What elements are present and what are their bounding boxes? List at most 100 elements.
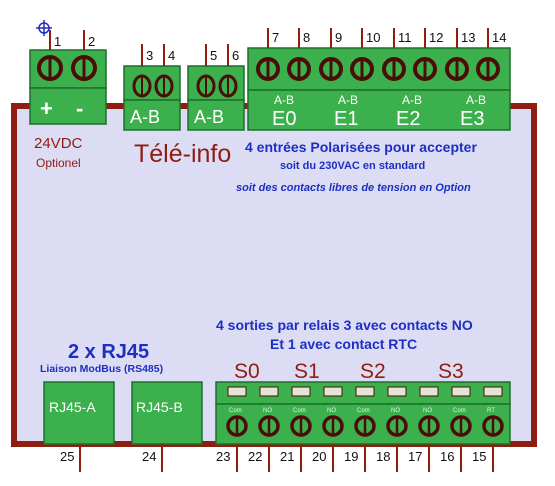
rj45-b-label: RJ45-B — [136, 399, 183, 415]
outputs-description-line1: 4 sorties par relais 3 avec contacts NO — [216, 317, 473, 333]
inputs-connector: A-B A-B A-B A-B E0 E1 E2 E3 — [247, 47, 511, 131]
relay-screw-15 — [482, 415, 504, 437]
rj45-a-port: RJ45-A — [43, 381, 115, 445]
outputs-description-line2: Et 1 avec contact RTC — [270, 336, 417, 352]
teleinfo-screw-3 — [132, 74, 152, 98]
pin-13: 13 — [461, 30, 475, 45]
input-e3-label: E3 — [460, 108, 484, 130]
relay-term-label-4: NO — [327, 408, 336, 414]
pin-16: 16 — [440, 449, 454, 464]
input-e0-ab-label: A-B — [274, 93, 294, 107]
pin-25: 25 — [60, 449, 74, 464]
pin-11: 11 — [398, 30, 412, 45]
top-pin-stubs — [49, 28, 489, 66]
relay-s1-label: S1 — [294, 360, 320, 383]
pin-20: 20 — [312, 449, 326, 464]
power-voltage-label: 24VDC — [34, 135, 83, 152]
rj45-b-port: RJ45-B — [131, 381, 203, 445]
relay-term-label-8: Com — [453, 408, 466, 414]
input-e3-ab-label: A-B — [466, 93, 486, 107]
relay-term-label-2: NO — [263, 408, 272, 414]
pin-12: 12 — [429, 30, 443, 45]
input-screw-7 — [256, 57, 280, 81]
teleinfo-screw-6 — [218, 74, 238, 98]
teleinfo-title: Télé-info — [134, 140, 231, 168]
pin-8: 8 — [303, 30, 310, 45]
pin-3: 3 — [146, 48, 153, 63]
pin-22: 22 — [248, 449, 262, 464]
outputs-connector: Com NO Com NO Com NO NO Com RT — [215, 381, 511, 445]
teleinfo-ab-left-label: A-B — [130, 107, 160, 127]
pin-18: 18 — [376, 449, 390, 464]
input-screw-9 — [319, 57, 343, 81]
input-screw-11 — [382, 57, 406, 81]
input-e2-ab-label: A-B — [402, 93, 422, 107]
relay-screw-16 — [450, 415, 472, 437]
relay-screw-21 — [290, 415, 312, 437]
power-note-label: Optionel — [36, 156, 81, 170]
teleinfo-connector-right: A-B — [187, 65, 245, 131]
input-e1-label: E1 — [334, 108, 358, 130]
input-screw-13 — [445, 57, 469, 81]
relay-screw-19 — [354, 415, 376, 437]
pin-7: 7 — [272, 30, 279, 45]
relay-screw-18 — [386, 415, 408, 437]
relay-s0-label: S0 — [234, 360, 260, 383]
relay-led-6 — [387, 386, 407, 397]
pin-6: 6 — [232, 48, 239, 63]
pin-10: 10 — [366, 30, 380, 45]
rj45-title: 2 x RJ45 — [68, 341, 149, 363]
relay-term-label-9: RT — [487, 408, 495, 414]
power-minus-label: - — [76, 96, 83, 121]
teleinfo-screw-5 — [196, 74, 216, 98]
inputs-description-line2: soit du 230VAC en standard — [280, 160, 425, 172]
input-screw-8 — [287, 57, 311, 81]
power-screw-1 — [37, 55, 63, 81]
pin-21: 21 — [280, 449, 294, 464]
rj45-a-label: RJ45-A — [49, 399, 96, 415]
inputs-description-line3: soit des contacts libres de tension en O… — [236, 182, 471, 194]
bottom-pin-stubs — [79, 444, 494, 472]
relay-led-9 — [483, 386, 503, 397]
pin-2: 2 — [88, 34, 95, 49]
input-e0-label: E0 — [272, 108, 296, 130]
relay-led-8 — [451, 386, 471, 397]
relay-term-label-1: Com — [229, 408, 242, 414]
pin-15: 15 — [472, 449, 486, 464]
relay-screw-17 — [418, 415, 440, 437]
relay-led-7 — [419, 386, 439, 397]
relay-s3-label: S3 — [438, 360, 464, 383]
inputs-description-line1: 4 entrées Polarisées pour accepter — [245, 139, 477, 155]
power-screw-2 — [71, 55, 97, 81]
origin-marker-icon — [36, 20, 52, 36]
pin-4: 4 — [168, 48, 175, 63]
power-plus-label: + — [40, 96, 53, 121]
rj45-subtitle: Liaison ModBus (RS485) — [40, 363, 163, 375]
input-screw-14 — [476, 57, 500, 81]
relay-term-label-6: NO — [391, 408, 400, 414]
pin-23: 23 — [216, 449, 230, 464]
relay-led-4 — [323, 386, 343, 397]
input-screw-12 — [413, 57, 437, 81]
pin-24: 24 — [142, 449, 156, 464]
pin-17: 17 — [408, 449, 422, 464]
relay-screw-22 — [258, 415, 280, 437]
teleinfo-screw-4 — [154, 74, 174, 98]
pin-5: 5 — [210, 48, 217, 63]
relay-s2-label: S2 — [360, 360, 386, 383]
pin-1: 1 — [54, 34, 61, 49]
relay-term-label-7: NO — [423, 408, 432, 414]
input-e2-label: E2 — [396, 108, 420, 130]
teleinfo-connector-left: A-B — [123, 65, 181, 131]
relay-led-2 — [259, 386, 279, 397]
teleinfo-ab-right-label: A-B — [194, 107, 224, 127]
pin-9: 9 — [335, 30, 342, 45]
relay-screw-23 — [226, 415, 248, 437]
input-e1-ab-label: A-B — [338, 93, 358, 107]
relay-led-5 — [355, 386, 375, 397]
relay-led-1 — [227, 386, 247, 397]
relay-term-label-3: Com — [293, 408, 306, 414]
pin-14: 14 — [492, 30, 506, 45]
power-connector: + - — [29, 49, 107, 125]
